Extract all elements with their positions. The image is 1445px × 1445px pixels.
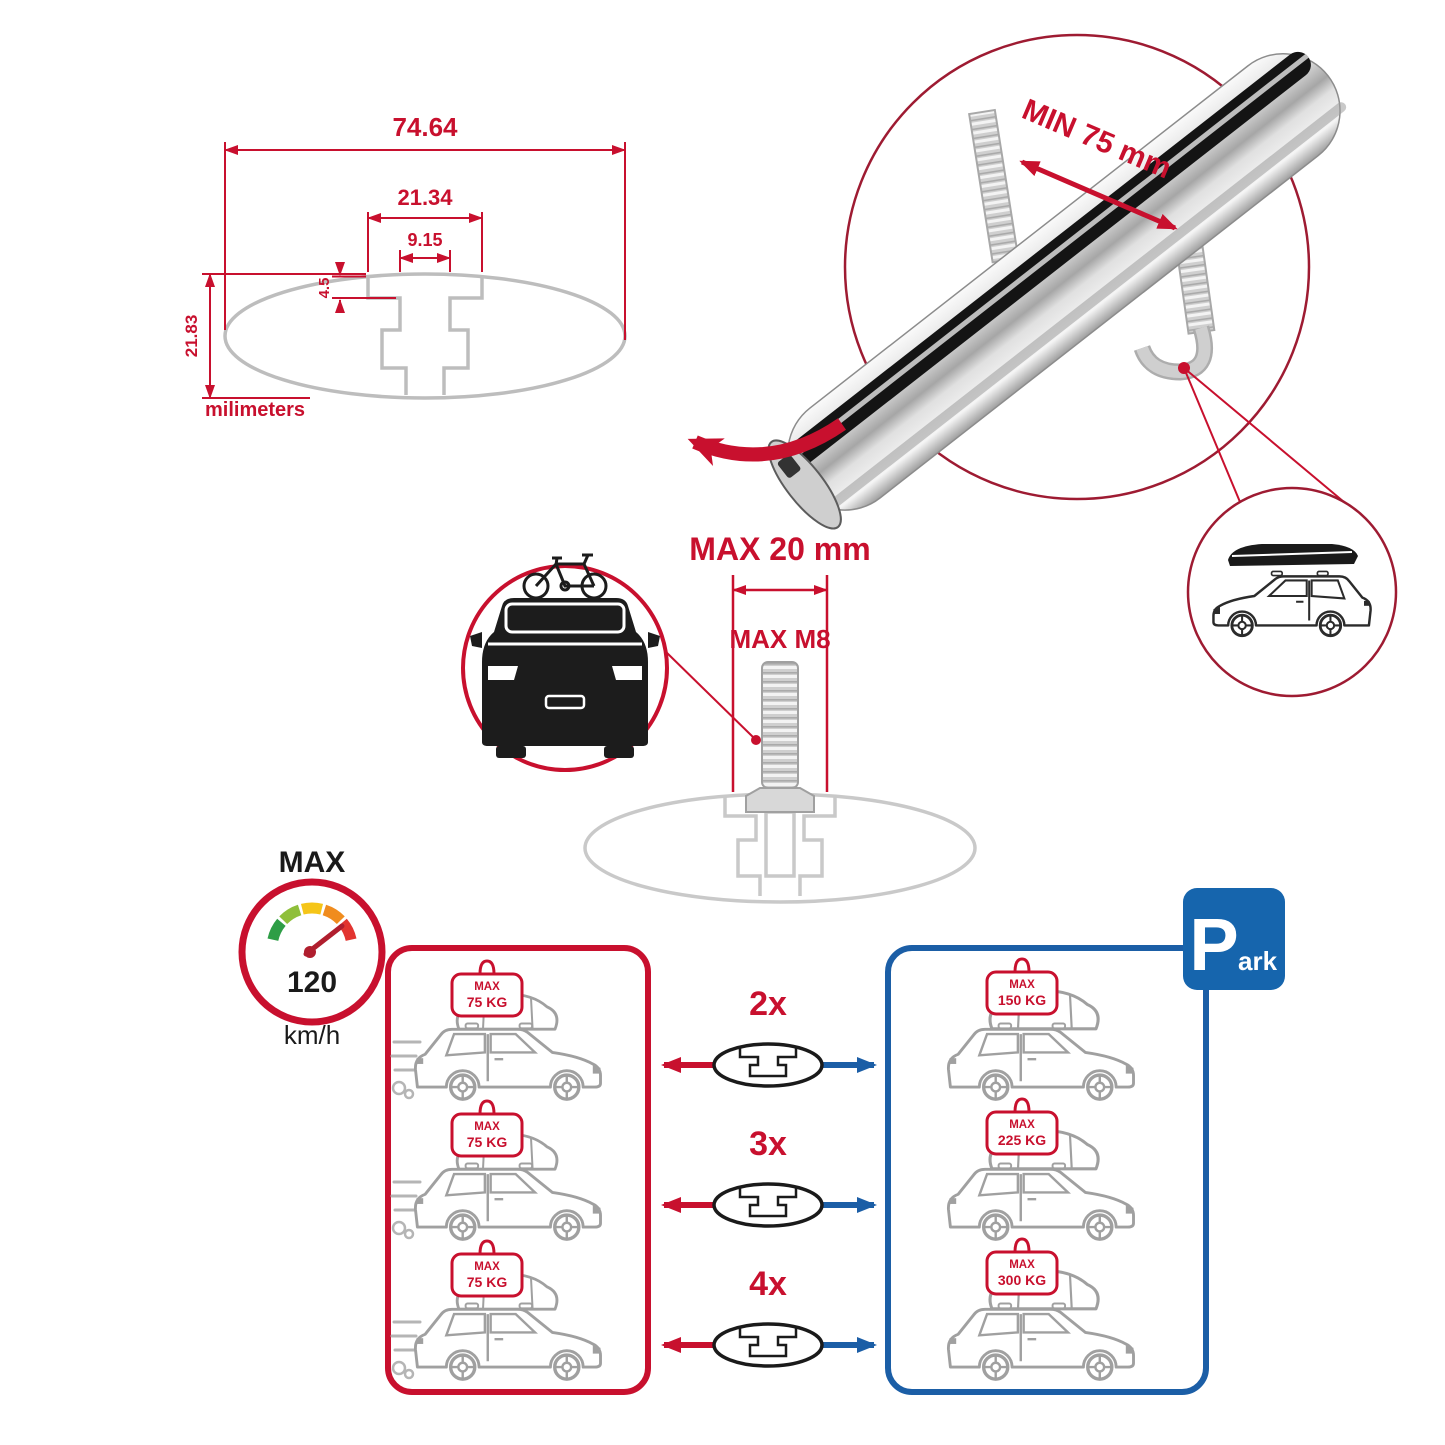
- load-badge: MAX 150 KG: [985, 957, 1059, 1016]
- bar-count-indicator: 3x: [661, 1125, 877, 1228]
- dimension-channel-width: [367, 212, 483, 272]
- bar-profile-slot-right: [442, 276, 484, 395]
- dim-step-depth-label: 4.5: [316, 278, 333, 299]
- badge-weight: 75 KG: [467, 1274, 508, 1290]
- dim-slot-width-label: 9.15: [407, 230, 442, 250]
- bolt-diagram: MAX 20 mm MAX M8: [461, 531, 977, 904]
- exhaust-icon: [391, 1360, 407, 1376]
- multiplier-label: 2x: [749, 985, 787, 1023]
- callout-line-left: [1183, 367, 1241, 503]
- speedometer-arc: [267, 902, 357, 942]
- exhaust-icon: [391, 1220, 407, 1236]
- parking-sign: P ark: [1183, 888, 1285, 990]
- car-bike-detail: [461, 553, 669, 772]
- badge-max-label: MAX: [474, 1261, 500, 1273]
- badge-weight: 75 KG: [467, 1134, 508, 1150]
- max-speed-label: MAX: [279, 846, 346, 879]
- load-badge: MAX 75 KG: [450, 1239, 524, 1298]
- badge-max-label: MAX: [474, 981, 500, 993]
- speed-unit: km/h: [284, 1020, 340, 1050]
- load-badge: MAX 300 KG: [985, 1237, 1059, 1296]
- cross-section-diagram: 74.64 21.34 9.15 4.5 21.83 milimeters: [182, 112, 627, 421]
- dimension-total-width: [224, 142, 626, 340]
- badge-max-label: MAX: [474, 1121, 500, 1133]
- multiplier-label: 3x: [749, 1125, 787, 1163]
- parked-row: MAX 150 KG: [946, 957, 1136, 1101]
- badge-weight: 150 KG: [998, 992, 1046, 1008]
- badge-weight: 75 KG: [467, 994, 508, 1010]
- pointer-arrow-icon: [687, 418, 846, 466]
- driving-row: MAX 75 KG: [390, 1239, 603, 1381]
- parked-row: MAX 225 KG: [946, 1097, 1136, 1241]
- load-badge: MAX 75 KG: [450, 959, 524, 1018]
- dim-channel-width-label: 21.34: [397, 185, 453, 210]
- speedometer-hub: [304, 946, 316, 958]
- bolt-icon: [745, 661, 815, 813]
- driving-row: MAX 75 KG: [390, 1099, 603, 1241]
- car-front-icon: [470, 598, 660, 758]
- dim-total-width-label: 74.64: [392, 112, 458, 142]
- driving-row: MAX 75 KG: [390, 959, 603, 1101]
- load-badge: MAX 225 KG: [985, 1097, 1059, 1156]
- bar-cross-section-icon: [712, 1322, 824, 1368]
- badge-hook-icon: [478, 1099, 496, 1115]
- bar-profile-outline: [223, 272, 627, 400]
- bar-slot-glyph: [738, 1328, 798, 1358]
- roof-box-lid-line: [1231, 551, 1353, 557]
- callout-line-right: [1183, 367, 1345, 503]
- max-length-label: MAX 20 mm: [689, 531, 870, 567]
- badge-hook-icon: [1013, 1237, 1031, 1253]
- bar-cross-section-icon: [712, 1182, 824, 1228]
- bolt-callout-dot: [751, 735, 761, 745]
- load-badge: MAX 75 KG: [450, 1099, 524, 1158]
- badge-max-label: MAX: [1009, 1119, 1035, 1131]
- bar-count-indicator: 2x: [661, 985, 877, 1088]
- units-label: milimeters: [205, 399, 305, 421]
- multiplier-label: 4x: [749, 1265, 787, 1303]
- badge-max-label: MAX: [1009, 979, 1035, 991]
- suv-roofbox-detail: [1186, 486, 1398, 698]
- parking-letter: P: [1189, 903, 1238, 986]
- badge-hook-icon: [478, 959, 496, 975]
- exhaust-icon: [403, 1368, 415, 1380]
- speed-limit-badge: MAX 120 km/h: [238, 846, 386, 1050]
- badge-hook-icon: [478, 1239, 496, 1255]
- bar-slot-glyph: [738, 1048, 798, 1078]
- badge-weight: 225 KG: [998, 1132, 1046, 1148]
- exhaust-icon: [403, 1228, 415, 1240]
- badge-weight: 300 KG: [998, 1272, 1046, 1288]
- badge-hook-icon: [1013, 1097, 1031, 1113]
- speed-value: 120: [287, 966, 337, 999]
- exhaust-icon: [391, 1080, 407, 1096]
- parking-word: ark: [1238, 946, 1278, 976]
- bolt-callout-line: [663, 649, 755, 739]
- bar-render-detail: MIN 75 mm: [687, 33, 1398, 698]
- dimension-total-height: [202, 273, 366, 399]
- roof-box-icon: [1228, 544, 1358, 566]
- parked-row: MAX 300 KG: [946, 1237, 1136, 1381]
- crossbar-image: [767, 51, 1347, 530]
- bar-count-indicator: 4x: [661, 1265, 877, 1368]
- bar-slot-glyph: [738, 1188, 798, 1218]
- dim-total-height-label: 21.83: [182, 315, 201, 358]
- badge-max-label: MAX: [1009, 1259, 1035, 1271]
- max-length-dimension: [731, 575, 829, 792]
- bar-cross-section-icon: [712, 1042, 824, 1088]
- dimension-slot-width: [399, 250, 451, 272]
- max-thread-label: MAX M8: [729, 624, 830, 654]
- exhaust-icon: [403, 1088, 415, 1100]
- capacity-section: MAX 120 km/h P ark MAX: [238, 846, 1285, 1395]
- badge-hook-icon: [1013, 957, 1031, 973]
